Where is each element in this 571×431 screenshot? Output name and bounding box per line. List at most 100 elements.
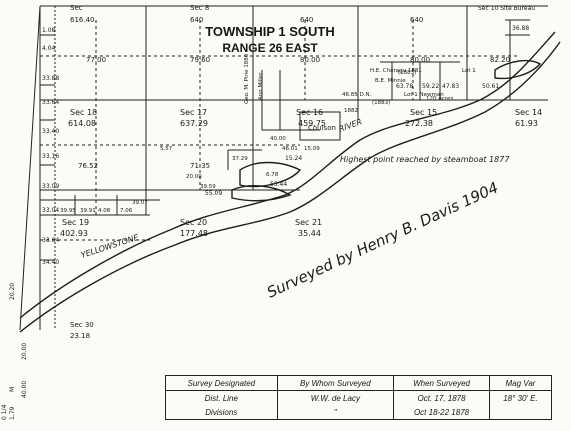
river-south-bank — [19, 41, 561, 333]
acreage-9: 272.38 — [405, 119, 433, 128]
small-lot-12: 46.01 — [282, 146, 298, 152]
left-border-fringe — [19, 5, 41, 331]
acreage-7: 637.29 — [180, 119, 208, 128]
legend-cell: 18° 30' E. — [503, 393, 538, 403]
claim-10: 120 Acres — [426, 96, 453, 102]
acreage-4: 80.00 — [410, 56, 430, 64]
top-value-2: 640 — [190, 16, 203, 24]
acreage-6: 614.08 — [68, 119, 96, 128]
small-lot-9: 39.95 — [60, 208, 76, 214]
label-sec19: Sec 19 — [62, 218, 89, 227]
bottom-left-mark-5: 40.00 — [21, 381, 28, 398]
claim-11: 46.85 D.N. — [342, 92, 372, 98]
legend-cell — [489, 405, 551, 419]
label-sec15: Sec 15 — [410, 108, 437, 117]
small-lot-8: 39.91 — [80, 208, 96, 214]
legend-cell: Oct. 17, 1878 — [393, 390, 490, 405]
river-name-yellowstone: YELLOWSTONE — [80, 232, 141, 259]
left-lot-7: 33.09 — [42, 183, 59, 190]
label-sec20: Sec 20 — [180, 218, 207, 227]
acreage-19: 59.22 — [422, 83, 439, 90]
left-lot-8: 33.04 — [42, 207, 59, 214]
top-right-stamp: Sec 10 Site Bureau — [478, 5, 535, 12]
acreage-2: 79.60 — [190, 56, 210, 64]
claim-7: Lot 1 — [462, 68, 476, 74]
left-lot-9: 33.64 — [42, 237, 59, 244]
town-label-coulson: Coulson — [308, 124, 336, 132]
claim-5: Ann Miller — [258, 72, 264, 100]
legend-header-surveyor: By Whom Surveyed — [277, 376, 395, 391]
small-lot-4: 37.29 — [232, 156, 248, 162]
surveyor-note: Surveyed by Henry B. Davis 1904 — [264, 178, 501, 301]
label-sec21: Sec 21 — [295, 218, 322, 227]
legend-cell: Divisions — [166, 405, 278, 419]
river-island-2 — [231, 184, 292, 202]
acreage-20: 47.83 — [442, 83, 459, 90]
claim-3: (1883) — [398, 70, 416, 76]
claim-6: Geo. M. Pirie 1880 — [244, 53, 250, 104]
label-sec18: Sec 18 — [70, 108, 97, 117]
left-lot-4: 33.64 — [42, 99, 59, 106]
label-sec14: Sec 14 — [515, 108, 542, 117]
top-value-3: 640 — [300, 16, 313, 24]
section-grid — [19, 5, 548, 331]
small-lot-13: 15.09 — [304, 146, 320, 152]
legend-row: Divisions " Oct 18-22 1878 — [166, 405, 551, 419]
left-lot-10: 34.40 — [42, 259, 59, 266]
steamboat-note: Highest point reached by steamboat 1877 — [340, 155, 510, 164]
legend-header-date: When Surveyed — [393, 376, 490, 391]
acreage-11: 76.52 — [78, 162, 98, 170]
acreage-17: 50.61 — [482, 83, 499, 90]
bottom-left-mark-1: 0 1/4 — [1, 404, 8, 420]
acreage-13: 402.93 — [60, 229, 88, 238]
top-value-1: 616.40 — [70, 16, 95, 24]
bottom-left-mark-3: 1.79 — [9, 406, 16, 420]
claim-9: 1882 — [344, 108, 358, 114]
left-lot-2: 4.04 — [42, 45, 56, 52]
legend-cell: Dist. Line — [166, 390, 278, 405]
top-sec7: Sec — [70, 4, 83, 12]
legend-row: Dist. Line W.W. de Lacy Oct. 17, 1878 18… — [166, 390, 551, 405]
legend-cell: W.W. de Lacy — [277, 390, 395, 405]
claim-1: H.E. Cheragu 1881 — [370, 68, 422, 74]
bottom-left-mark-4: 20.00 — [21, 343, 28, 360]
acreage-21: 15.24 — [285, 155, 302, 162]
coulson-townsite — [299, 111, 341, 141]
label-sec17: Sec 17 — [180, 108, 207, 117]
river-north-bank — [19, 31, 556, 319]
acreage-24: 36.88 — [512, 25, 529, 32]
acreage-18: 63.78 — [396, 83, 413, 90]
acreage-10: 61.93 — [515, 119, 538, 128]
left-lot-3: 33.88 — [42, 75, 59, 82]
river-island-1 — [239, 161, 302, 188]
label-sec30: Sec 30 — [70, 321, 94, 329]
bottom-left-mark-2: M — [9, 387, 16, 392]
survey-legend-table: Survey Designated By Whom Surveyed When … — [165, 375, 552, 420]
top-value-4: 640 — [410, 16, 423, 24]
left-lot-11: 20.20 — [9, 283, 16, 300]
acreage-14: 177.48 — [180, 229, 208, 238]
small-lot-7: 4.08 — [98, 208, 111, 214]
top-sec8: Sec 8 — [190, 4, 209, 12]
legend-cell: " — [277, 405, 395, 419]
acreage-1: 77.00 — [86, 56, 106, 64]
title-line-2: RANGE 26 EAST — [222, 41, 318, 55]
left-lot-1: 1.08 — [42, 27, 56, 34]
river-island-3 — [494, 59, 542, 80]
acreage-12: 71.35 — [190, 162, 210, 170]
label-sec16: Sec 16 — [296, 108, 323, 117]
acreage-3: 80.00 — [300, 56, 320, 64]
left-lot-6: 33.16 — [42, 153, 59, 160]
small-lot-2: 20.00 — [186, 174, 202, 180]
acreage-16: 23.18 — [70, 332, 90, 340]
small-lot-11: 40.00 — [270, 136, 286, 142]
legend-cell: Oct 18-22 1878 — [393, 405, 490, 419]
claim-8: (1883) — [372, 100, 390, 106]
title-line-1: TOWNSHIP 1 SOUTH — [205, 24, 335, 39]
legend-header-designated: Survey Designated — [166, 376, 278, 391]
acreage-23: 55.44 — [270, 181, 287, 188]
acreage-22: 55.09 — [205, 190, 222, 197]
acreage-5: 82.20 — [490, 56, 510, 64]
